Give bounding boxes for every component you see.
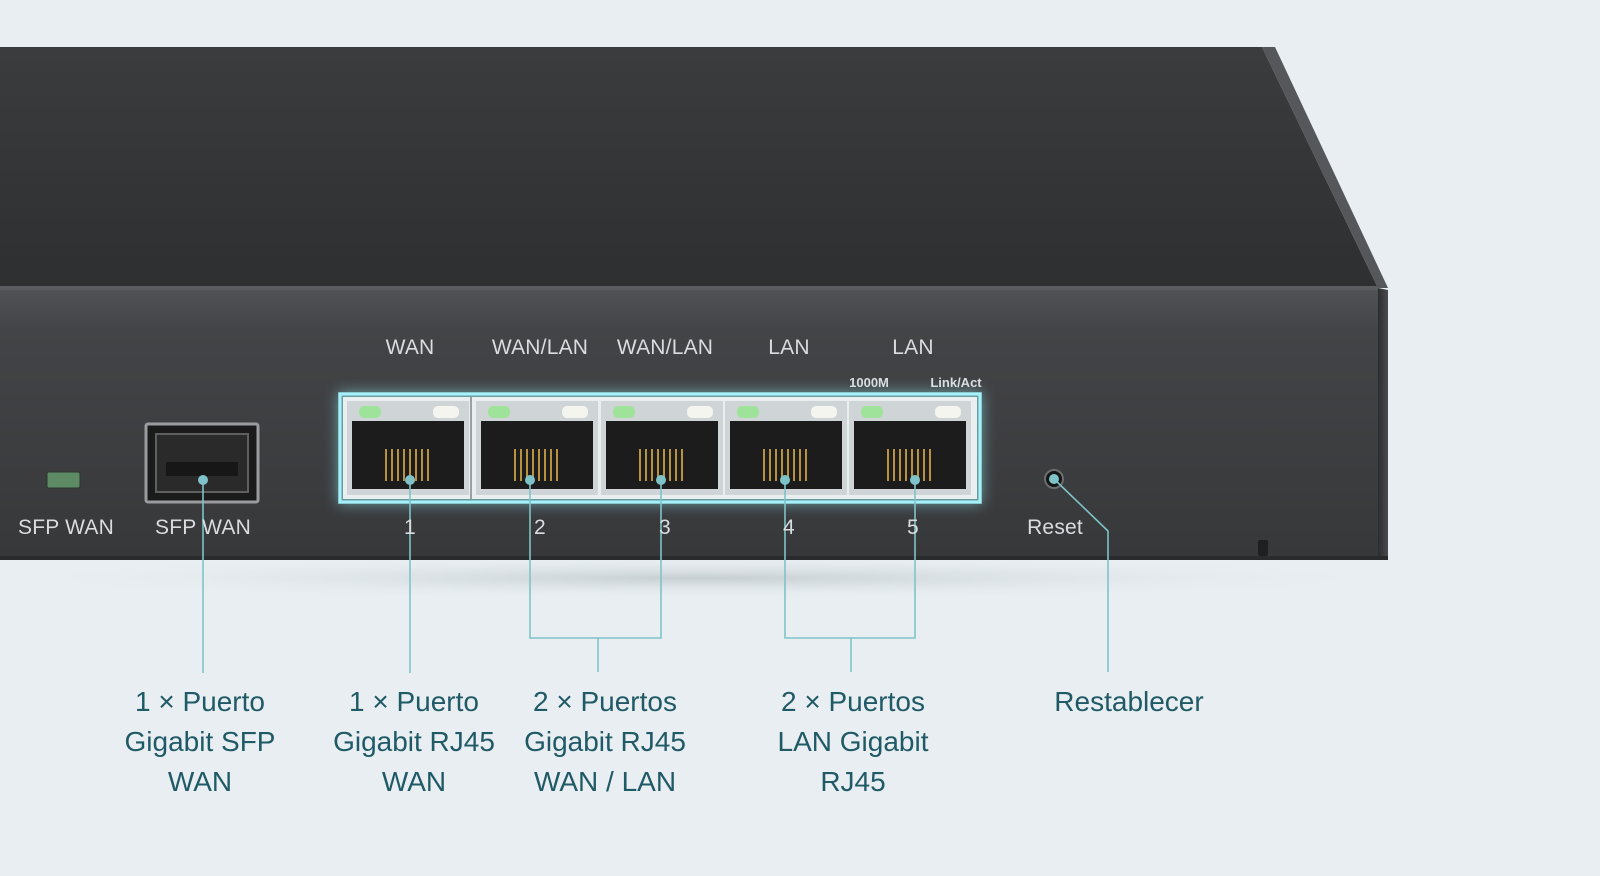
callout-lan-line-2: LAN Gigabit: [777, 726, 929, 757]
floor-shadow: [0, 556, 1420, 600]
led-legend-1000m: 1000M: [849, 375, 889, 390]
callout-sfp-line-3: WAN: [167, 766, 233, 797]
port-number-1: 1: [404, 516, 416, 539]
rj45-port-1-link-led: [433, 406, 459, 418]
port-2-type-label: WAN/LAN: [491, 336, 589, 359]
callout-reset: Restablecer: [1054, 682, 1203, 722]
callout-wan-line-3: WAN: [381, 766, 447, 797]
callout-wanlan-line-2: Gigabit RJ45: [524, 726, 686, 757]
callout-wan-lan: 2 × Puertos Gigabit RJ45 WAN / LAN: [524, 682, 686, 802]
callout-lan-line-1: 2 × Puertos: [781, 686, 925, 717]
sfp-port-slot: [166, 462, 238, 476]
port-1-type-label: WAN: [385, 336, 435, 359]
rj45-port-1-speed-led: [359, 406, 381, 418]
rj45-port-5-speed-led: [861, 406, 883, 418]
leader-wanlan-bracket: [529, 480, 662, 639]
rj45-highlight-frame: [338, 392, 982, 504]
reset-label: Reset: [1027, 516, 1083, 539]
rj45-port-2-link-led: [562, 406, 588, 418]
callout-wanlan-line-1: 2 × Puertos: [533, 686, 677, 717]
router-right-side: [1378, 288, 1388, 558]
router-foot: [1258, 540, 1268, 556]
sfp-led-label: SFP WAN: [18, 516, 114, 539]
port-number-2: 2: [534, 516, 546, 539]
callout-wan-line-1: 1 × Puerto: [349, 686, 479, 717]
rj45-port-5-link-led: [935, 406, 961, 418]
router-bottom-edge: [0, 556, 1388, 560]
sfp-status-led: [46, 471, 81, 489]
callout-sfp-line-1: 1 × Puerto: [135, 686, 265, 717]
callout-lan-line-3: RJ45: [820, 766, 886, 797]
callout-sfp-line-2: Gigabit SFP: [124, 726, 276, 757]
port-4-type-label: LAN: [768, 336, 810, 359]
led-legend-link-act: Link/Act: [930, 375, 982, 390]
sfp-port-label: SFP WAN: [155, 516, 251, 539]
router-top-surface: [0, 47, 1378, 288]
rj45-port-3-link-led: [687, 406, 713, 418]
rj45-port-2-opening: [481, 421, 593, 489]
port-number-5: 5: [907, 516, 919, 539]
callout-wanlan-line-3: WAN / LAN: [533, 766, 677, 797]
callout-lan: 2 × Puertos LAN Gigabit RJ45: [778, 682, 929, 802]
callout-sfp-wan: 1 × Puerto Gigabit SFP WAN: [125, 682, 276, 802]
port-3-type-label: WAN/LAN: [616, 336, 714, 359]
rj45-port-4-speed-led: [737, 406, 759, 418]
router-right-bevel: [1262, 47, 1388, 288]
leader-lan-bracket: [784, 480, 916, 639]
callout-rj45-wan: 1 × Puerto Gigabit RJ45 WAN: [333, 682, 495, 802]
port-number-4: 4: [783, 516, 795, 539]
rj45-port-3-speed-led: [613, 406, 635, 418]
rj45-port-5-opening: [854, 421, 966, 489]
rj45-port-2-speed-led: [488, 406, 510, 418]
port-5-type-label: LAN: [892, 336, 934, 359]
leader-reset-line: [1053, 478, 1109, 672]
port-number-3: 3: [659, 516, 671, 539]
callout-reset-line-1: Restablecer: [1054, 686, 1204, 717]
rj45-port-4-link-led: [811, 406, 837, 418]
callout-wan-line-2: Gigabit RJ45: [333, 726, 495, 757]
